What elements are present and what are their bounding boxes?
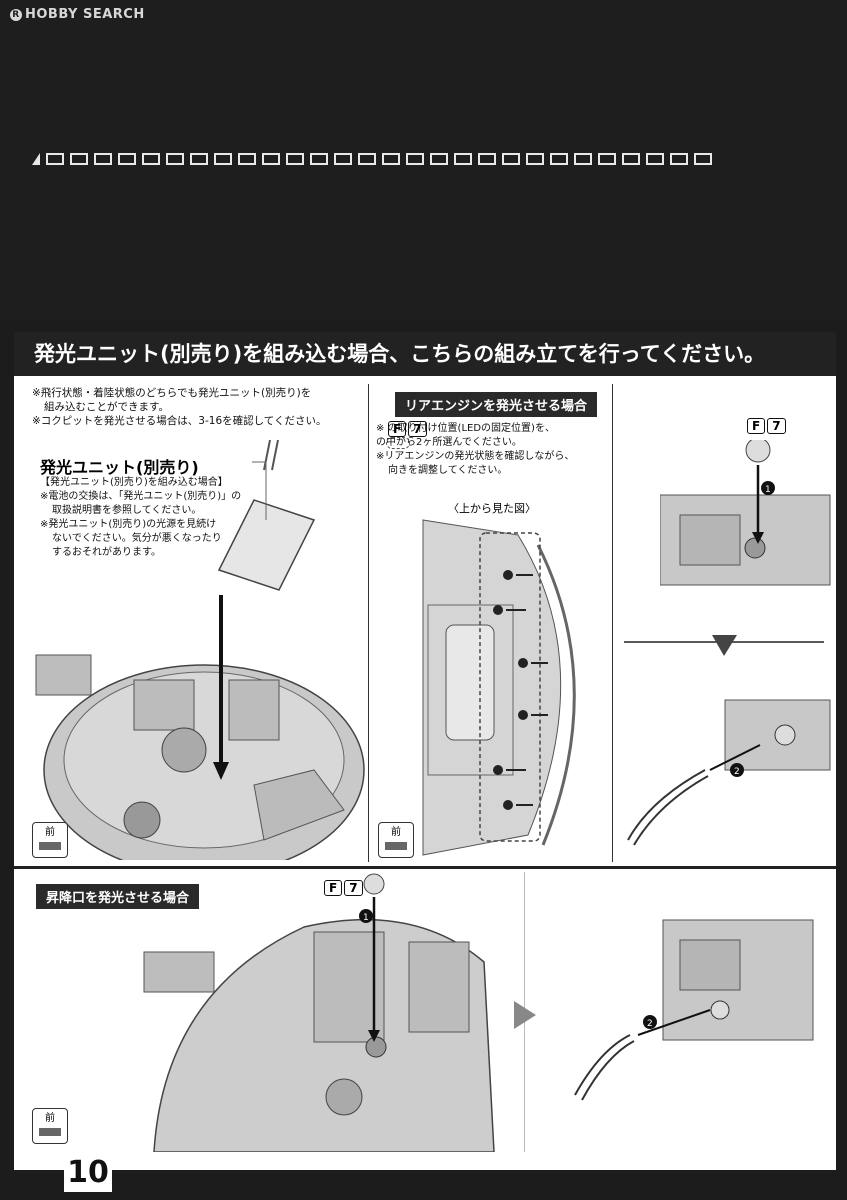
decorative-squares bbox=[32, 153, 712, 165]
page-number: 10 bbox=[64, 1154, 112, 1192]
step-arrow bbox=[624, 635, 824, 656]
divider bbox=[14, 866, 836, 869]
front-indicator: 前 bbox=[32, 822, 68, 858]
rear-engine-title: リアエンジンを発光させる場合 bbox=[395, 392, 598, 417]
page-title: 発光ユニット(別売り)を組み込む場合、こちらの組み立てを行ってください。 bbox=[34, 342, 766, 366]
top-view-label: 〈上から見た図〉 bbox=[448, 502, 536, 515]
note-line: の中から2ヶ所選んでください。 bbox=[376, 437, 522, 448]
rear-engine-diagram bbox=[422, 519, 576, 856]
step-arrow bbox=[514, 1001, 536, 1029]
section1-notes: ※飛行状態・着陸状態のどちらでも発光ユニット(別売り)を 組み込むことができます… bbox=[32, 386, 362, 428]
divider bbox=[368, 384, 369, 862]
svg-text:2: 2 bbox=[734, 767, 740, 777]
ship-illustration-1 bbox=[35, 440, 365, 860]
note-line: 取扱説明書を参照してください。 bbox=[52, 505, 202, 516]
divider bbox=[612, 384, 613, 862]
header-banner: 発光ユニット(別売り)を組み込む場合、こちらの組み立てを行ってください。 bbox=[14, 332, 836, 376]
front-indicator: 前 bbox=[32, 1108, 68, 1144]
note-line: ※ の取り付け位置(LEDの固定位置)を、 bbox=[376, 423, 555, 434]
note-line: ※コクピットを発光させる場合は、3-16を確認してください。 bbox=[32, 415, 327, 427]
note-line: 組み込むことができます。 bbox=[44, 401, 169, 413]
ship-illustration-2: 1 bbox=[143, 873, 495, 1152]
svg-text:1: 1 bbox=[363, 913, 369, 923]
note-line: 【発光ユニット(別売り)を組み込む場合】 bbox=[40, 477, 228, 488]
svg-text:1: 1 bbox=[765, 485, 771, 495]
note-line: ※リアエンジンの発光状態を確認しながら、 bbox=[376, 451, 575, 462]
svg-text:2: 2 bbox=[647, 1019, 653, 1029]
hatch-closeup: 2 bbox=[574, 919, 814, 1101]
unit-notes: 【発光ユニット(別売り)を組み込む場合】 ※電池の交換は、「発光ユニット(別売り… bbox=[40, 476, 265, 560]
note-line: ※発光ユニット(別売り)の光源を見続け bbox=[40, 519, 217, 530]
note-line: ※飛行状態・着陸状態のどちらでも発光ユニット(別売り)を bbox=[32, 387, 312, 399]
note-line: 向きを調整してください。 bbox=[388, 465, 508, 476]
note-line: ※電池の交換は、「発光ユニット(別売り)」の bbox=[40, 491, 242, 502]
note-line: するおそれがあります。 bbox=[52, 547, 161, 558]
dashed-key bbox=[386, 437, 410, 449]
unit-title: 発光ユニット(別売り) bbox=[40, 458, 199, 477]
hatch-title: 昇降口を発光させる場合 bbox=[36, 884, 200, 909]
engine-closeup-2: 2 bbox=[627, 699, 831, 846]
front-indicator: 前 bbox=[378, 822, 414, 858]
note-line: ないでください。気分が悪くなったり bbox=[52, 533, 222, 544]
section2-notes: ※ の取り付け位置(LEDの固定位置)を、 の中から2ヶ所選んでください。 ※リ… bbox=[376, 422, 611, 478]
engine-closeup-1: 1 bbox=[660, 440, 831, 586]
